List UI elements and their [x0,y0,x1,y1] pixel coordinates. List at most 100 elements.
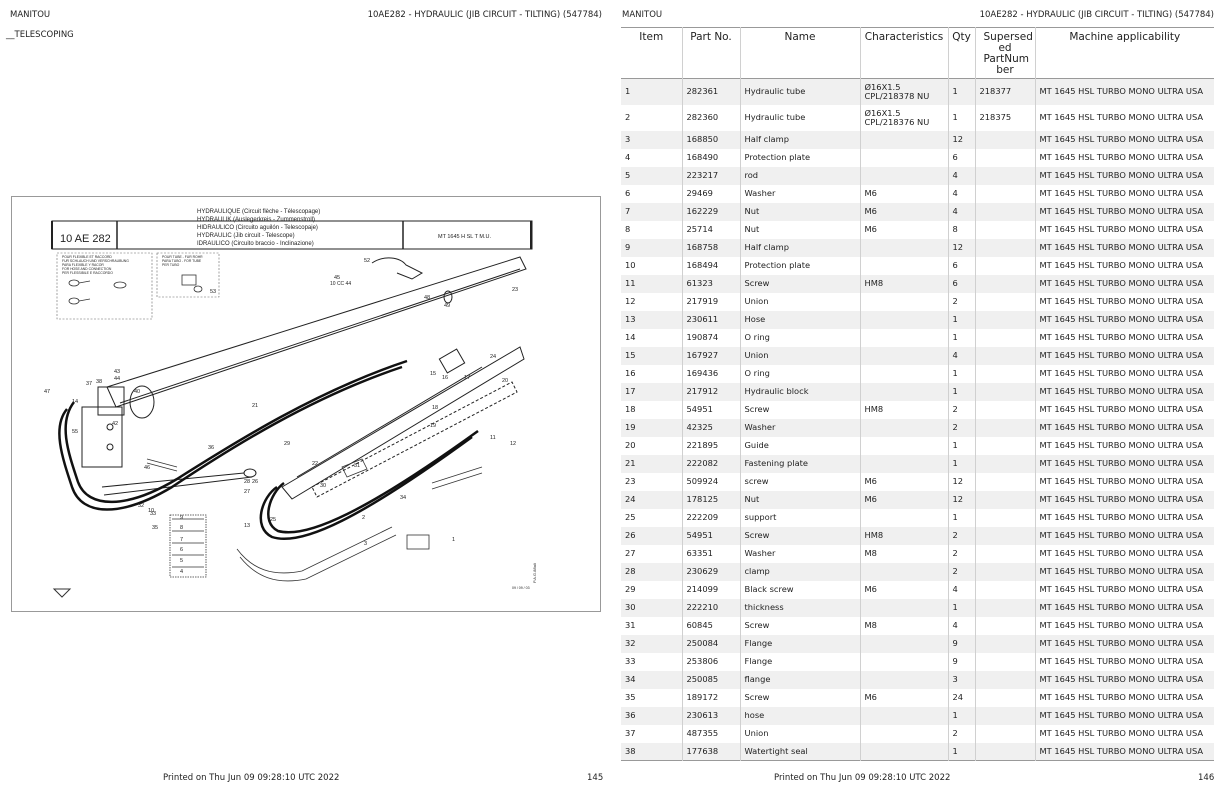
cell-qty: 12 [947,472,975,491]
cell-item: 15 [625,350,636,360]
cell-item: 14 [625,332,636,342]
cell-name: Protection plate [739,148,860,167]
cell-qty: 1 [947,328,975,347]
callout-number: 24 [490,354,496,360]
section-header: 10AE282 - HYDRAULIC (JIB CIRCUIT - TILTI… [979,10,1214,20]
cell-part-no: 230613 [681,706,740,725]
callout-number: 8 [180,525,183,531]
cell-item: 13 [625,314,636,324]
cell-characteristics: Ø16X1.5 CPL/218376 NU [859,104,948,131]
cell-qty: 8 [947,220,975,239]
diagram-title-line: HYDRAULIC (Jib circuit - Telescope) [197,233,295,239]
cell-characteristics [859,508,948,527]
cell-superseded [974,382,1035,401]
cell-part-no: 190874 [681,328,740,347]
col-superseded: Supersed ed PartNum ber [974,27,1035,79]
cell-superseded [974,418,1035,437]
cell-characteristics: M8 [859,544,948,563]
callout-number: 49 [444,303,450,309]
cell-item: 29 [625,584,636,594]
cell-item: 1 [625,86,631,97]
lower-boom [281,346,525,500]
callout-number: 42 [112,421,118,427]
cell-superseded [974,256,1035,275]
cell-item: 9 [625,242,631,252]
callout-number: 1 [452,537,455,543]
cell-superseded [974,508,1035,527]
cell-part-no: 282361 [681,78,740,105]
cell-characteristics [859,436,948,455]
cell-name: flange [739,670,860,689]
callout-number: 40 [134,389,140,395]
cell-machine: MT 1645 HSL TURBO MONO ULTRA USA [1034,742,1214,761]
cell-superseded [974,328,1035,347]
cell-qty: 12 [947,130,975,149]
cell-superseded [974,580,1035,599]
cell-part-no: 230629 [681,562,740,581]
col-qty: Qty [947,27,975,79]
diagram-title-line: HIDRAULICO (Circuito aguilón - Telescopa… [197,225,318,231]
callout-number: 4 [180,569,183,575]
cell-item: 36 [625,710,636,720]
cell-machine: MT 1645 HSL TURBO MONO ULTRA USA [1034,238,1214,257]
cell-name: Screw [739,688,860,707]
cell-superseded: 218375 [974,104,1035,131]
callout-number: 12 [510,441,516,447]
cell-qty: 1 [947,454,975,473]
cell-machine: MT 1645 HSL TURBO MONO ULTRA USA [1034,472,1214,491]
callout-number: 2 [362,515,365,521]
col-part-no: Part No. [681,27,740,79]
cell-name: Nut [739,490,860,509]
cell-superseded [974,544,1035,563]
brand-header: MANITOU [10,10,51,20]
date-label: 09 / 09 / 03 [512,586,530,590]
print-date: Printed on Thu Jun 09 09:28:10 UTC 2022 [774,773,951,783]
cell-name: Washer [739,418,860,437]
cell-part-no: 509924 [681,472,740,491]
cell-machine: MT 1645 HSL TURBO MONO ULTRA USA [1034,436,1214,455]
callout-number: 29 [284,441,290,447]
diagram-code: 10 AE 282 [60,233,111,245]
cell-qty: 9 [947,652,975,671]
cell-machine: MT 1645 HSL TURBO MONO ULTRA USA [1034,328,1214,347]
callout-number: 11 [490,435,496,441]
cell-name: Screw [739,400,860,419]
cell-part-no: 169436 [681,364,740,383]
cell-machine: MT 1645 HSL TURBO MONO ULTRA USA [1034,202,1214,221]
cell-item: 8 [625,224,631,234]
diagram-drawing: 10 AE 282 HYDRAULIQUE (Circuit flèche - … [44,209,537,598]
cell-superseded [974,274,1035,293]
cell-superseded [974,472,1035,491]
cell-machine: MT 1645 HSL TURBO MONO ULTRA USA [1034,166,1214,185]
callout-number: 23 [512,287,518,293]
inset-note-line: POUR TUBE - FUR ROHR [162,255,203,259]
parts-table-container: Item Part No. Name Characteristics Qty S… [621,27,1214,761]
cell-name: Hydraulic block [739,382,860,401]
callout-number: 13 [244,523,250,529]
cell-part-no: 230611 [681,310,740,329]
cell-item: 38 [625,745,636,756]
callout-number: 27 [244,489,250,495]
cell-part-no: 222210 [681,598,740,617]
cell-superseded [974,310,1035,329]
cell-characteristics [859,310,948,329]
cell-characteristics: M6 [859,580,948,599]
cell-superseded [974,454,1035,473]
cell-item: 28 [625,566,636,576]
cell-machine: MT 1645 HSL TURBO MONO ULTRA USA [1034,724,1214,743]
cell-qty: 1 [947,706,975,725]
cell-characteristics: Ø16X1.5 CPL/218378 NU [859,78,948,105]
diagram-title-line: HYDRAULIQUE (Circuit flèche - Télescopag… [197,209,320,215]
cell-name: Screw [739,274,860,293]
cell-qty: 1 [947,382,975,401]
cell-name: Fastening plate [739,454,860,473]
cell-item: 20 [625,440,636,450]
